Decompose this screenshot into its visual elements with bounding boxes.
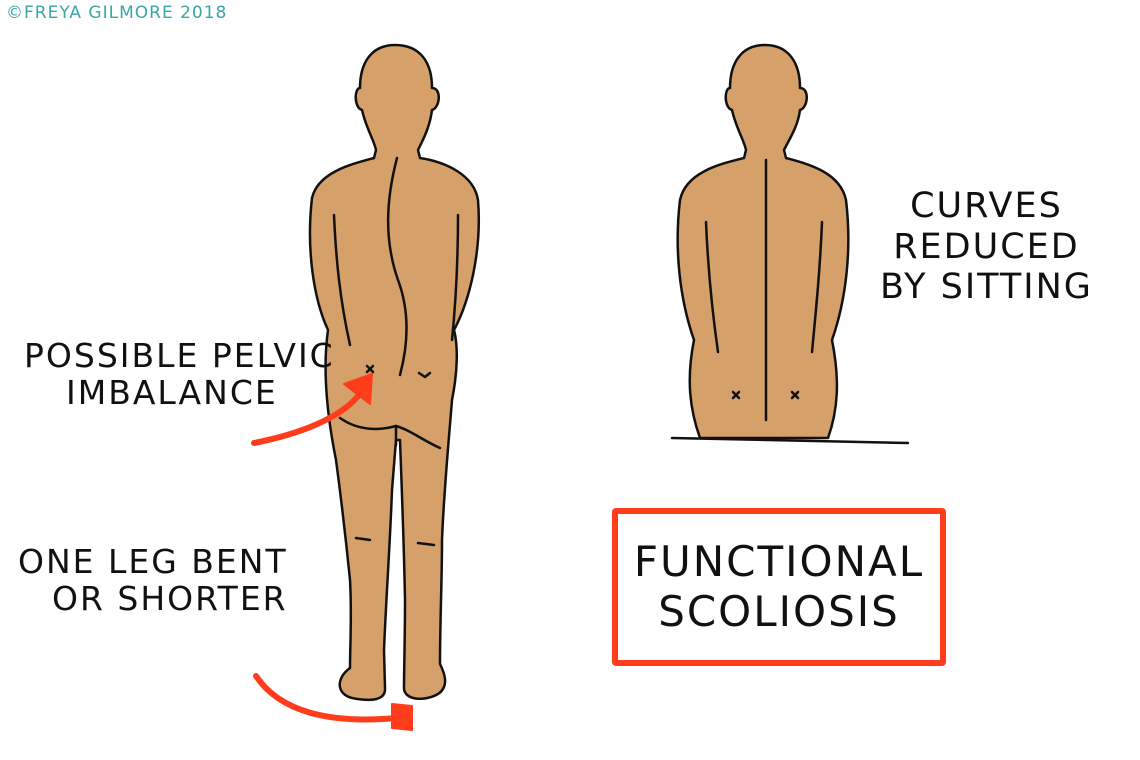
sitting-label: CURVES REDUCED BY SITTING (880, 186, 1093, 308)
title-line-2: SCOLIOSIS (658, 587, 900, 636)
sitting-left-arm-line (704, 220, 720, 354)
leg-label-line-1: ONE LEG BENT (18, 542, 288, 581)
sitting-right-arm-line (810, 220, 824, 354)
sitting-label-line-3: BY SITTING (880, 267, 1093, 308)
standing-figure (308, 43, 480, 702)
sitting-label-line-2: REDUCED (893, 226, 1080, 267)
sitting-ground-line (670, 436, 910, 445)
sitting-figure (670, 43, 910, 445)
leg-label-line-2: OR SHORTER (52, 578, 288, 618)
sitting-figure-body (676, 43, 850, 440)
leg-arrow-shaft (253, 673, 399, 723)
title-box: FUNCTIONAL SCOLIOSIS (612, 508, 946, 666)
sitting-dimple-right (790, 390, 800, 400)
title-text: FUNCTIONAL SCOLIOSIS (634, 537, 924, 638)
sitting-dimple-left (731, 390, 741, 400)
standing-dimple-left (365, 364, 375, 374)
leg-bent-label: ONE LEG BENT OR SHORTER (18, 542, 288, 618)
standing-back-curve (386, 156, 408, 377)
pelvic-arrow-head (343, 373, 373, 405)
standing-knee-right (416, 541, 436, 547)
title-line-1: FUNCTIONAL (633, 536, 925, 586)
standing-right-arm-line (450, 213, 460, 342)
standing-knee-left (354, 536, 372, 542)
standing-left-arm-line (332, 213, 352, 347)
standing-dimple-right (417, 371, 432, 379)
pelvic-label-line-2: IMBALANCE (66, 372, 278, 412)
pelvic-label-line-1: POSSIBLE PELVIC (24, 336, 335, 375)
pelvic-arrow-shaft (251, 393, 361, 446)
sitting-label-line-1: CURVES (910, 186, 1063, 226)
pelvic-imbalance-label: POSSIBLE PELVIC IMBALANCE (24, 336, 335, 412)
standing-figure-body (308, 43, 480, 702)
arrows (251, 373, 413, 731)
leg-arrow-head (391, 703, 413, 731)
copyright-text: ©FREYA GILMORE 2018 (6, 3, 228, 23)
